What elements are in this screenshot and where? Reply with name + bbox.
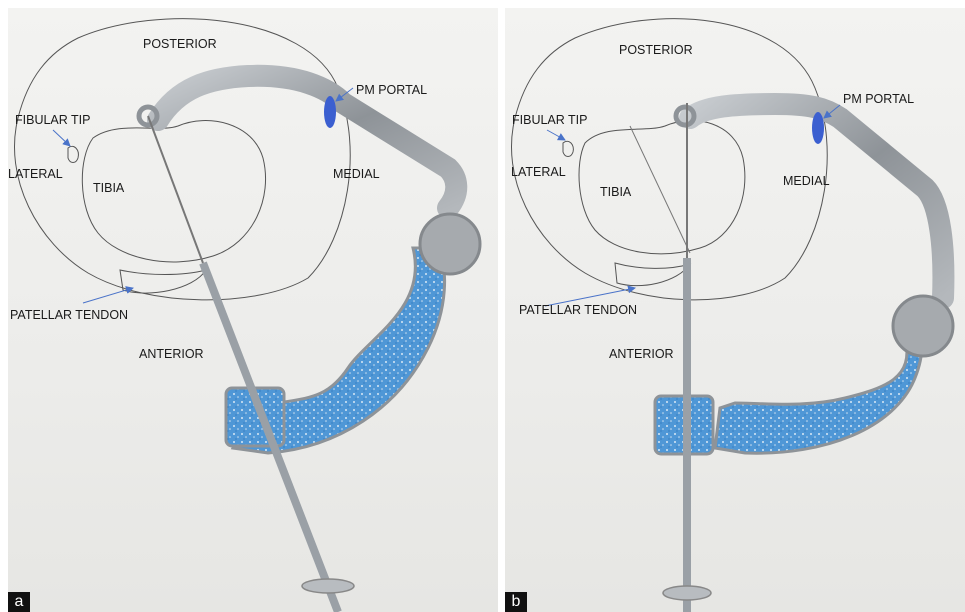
knee-outline (14, 19, 350, 300)
label-posterior: POSTERIOR (143, 37, 217, 51)
label-lateral: LATERAL (8, 167, 63, 181)
patellar-tendon-arrow (83, 288, 133, 303)
label-medial: MEDIAL (333, 167, 380, 181)
guide-handle (715, 323, 922, 453)
panel-b: POSTERIOR PM PORTAL FIBULAR TIP LATERAL … (505, 8, 965, 612)
label-tibia: TIBIA (93, 181, 125, 195)
fibular-tip-shape (563, 141, 573, 156)
panel-a-illustration: POSTERIOR PM PORTAL FIBULAR TIP LATERAL … (8, 8, 498, 612)
label-lateral: LATERAL (511, 165, 566, 179)
panel-a-tag: a (8, 592, 30, 612)
label-fibular-tip: FIBULAR TIP (512, 113, 587, 127)
fibular-tip-arrow (547, 130, 565, 140)
panel-a: POSTERIOR PM PORTAL FIBULAR TIP LATERAL … (8, 8, 498, 612)
label-pm-portal: PM PORTAL (843, 92, 914, 106)
label-patellar-tendon: PATELLAR TENDON (10, 308, 128, 322)
patellar-tendon-shape (120, 270, 206, 293)
oblique-line (630, 126, 690, 253)
pm-portal-marker (812, 112, 824, 144)
panel-b-illustration: POSTERIOR PM PORTAL FIBULAR TIP LATERAL … (505, 8, 965, 612)
label-patellar-tendon: PATELLAR TENDON (519, 303, 637, 317)
pm-portal-marker (324, 96, 336, 128)
guide-knob (893, 296, 953, 356)
fibular-tip-arrow (53, 130, 70, 146)
label-pm-portal: PM PORTAL (356, 83, 427, 97)
guide-wire (148, 116, 203, 263)
fibular-tip-shape (68, 146, 78, 162)
patellar-tendon-shape (615, 263, 690, 286)
label-fibular-tip: FIBULAR TIP (15, 113, 90, 127)
sleeve-stop (663, 586, 711, 600)
knee-outline (511, 19, 827, 300)
label-posterior: POSTERIOR (619, 43, 693, 57)
label-anterior: ANTERIOR (609, 347, 674, 361)
sleeve-stop (302, 579, 354, 593)
label-tibia: TIBIA (600, 185, 632, 199)
label-anterior: ANTERIOR (139, 347, 204, 361)
label-medial: MEDIAL (783, 174, 830, 188)
panel-b-tag: b (505, 592, 527, 612)
guide-knob (420, 214, 480, 274)
